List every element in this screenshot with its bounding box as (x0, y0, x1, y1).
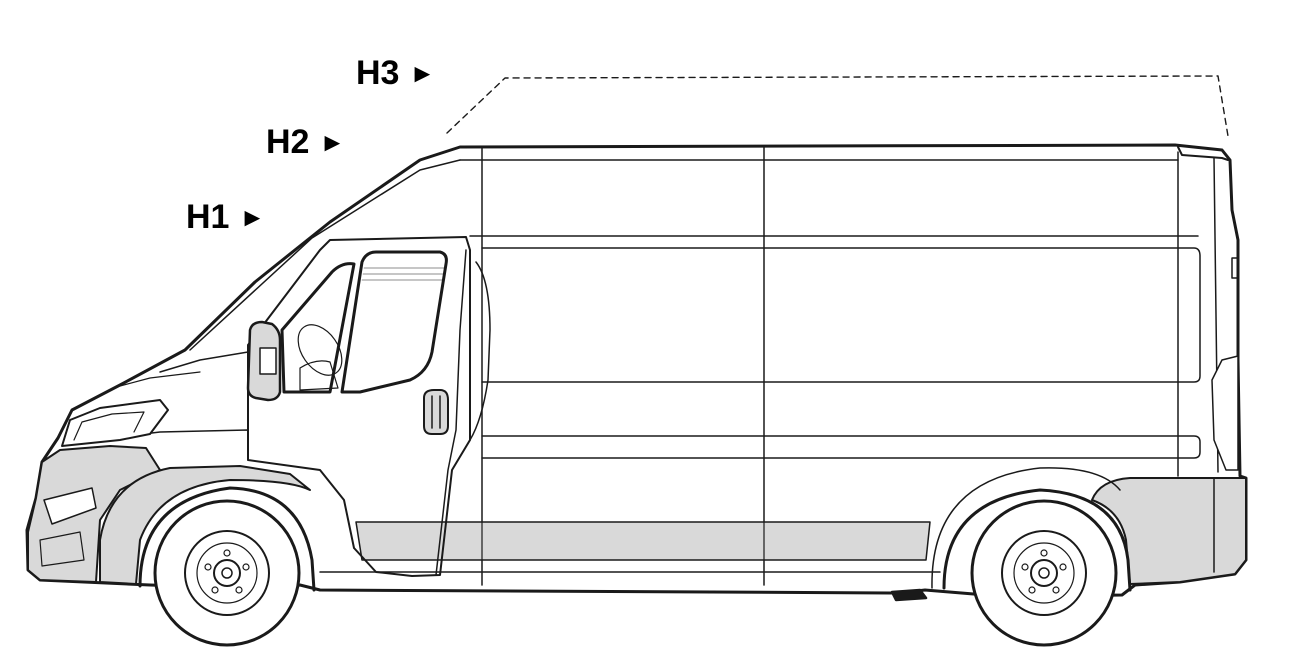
headlight (61, 399, 169, 447)
rear-arch-flare (931, 467, 1121, 589)
door-window (340, 250, 448, 394)
underbody-exhaust (890, 588, 928, 602)
bumper-grille (39, 531, 85, 567)
door-handle (423, 389, 449, 435)
rear-handle (1231, 257, 1239, 279)
side-rub-strip (355, 521, 931, 561)
rear-bumper (1091, 477, 1247, 585)
door-handle-grip (431, 395, 441, 429)
b-pillar-trim (469, 261, 491, 441)
lower-belt-line (481, 435, 1201, 459)
h2-text: H2 (266, 123, 310, 161)
front-door (247, 236, 471, 577)
windshield-top (189, 159, 461, 351)
h3-text: H3 (356, 54, 400, 92)
sliding-door-track (481, 247, 1201, 383)
roof-height-label-h2: H2 ► (266, 125, 345, 159)
front-wheel (153, 499, 301, 647)
front-wheel-arch (138, 486, 316, 592)
bonnet-crease (119, 371, 201, 387)
headlight-inner (73, 411, 145, 441)
fog-light (43, 487, 97, 525)
quarter-window (280, 262, 356, 394)
roof-height-label-h1: H1 ► (186, 200, 265, 234)
side-rub-strip-divider (481, 521, 765, 561)
roof-rear-trim (1177, 146, 1229, 161)
mirror-glass (259, 347, 277, 375)
h1-arrow-icon: ► (239, 202, 266, 232)
h2-arrow-icon: ► (319, 127, 346, 157)
front-wheel-arch-trim (99, 465, 311, 585)
rear-wheel-arch (942, 488, 1132, 592)
bonnet-line (159, 351, 249, 373)
roof-height-label-h3: H3 ► (356, 56, 435, 90)
h1-text: H1 (186, 198, 230, 236)
window-gradient-top (361, 267, 445, 281)
door-shut-line (435, 249, 467, 576)
seat-outline (299, 360, 339, 391)
steering-wheel (297, 324, 343, 376)
rear-light (1211, 355, 1239, 471)
h3-roof-outline (446, 75, 1229, 137)
rear-wheel (970, 499, 1118, 647)
h3-arrow-icon: ► (409, 58, 436, 88)
